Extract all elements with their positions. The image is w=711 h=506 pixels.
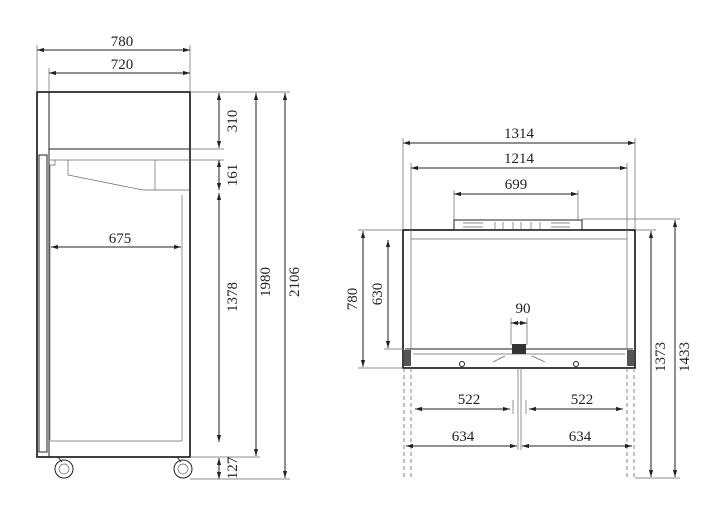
dim-body-depth: 720 [111,57,134,73]
dim-door-left: 634 [452,429,475,445]
dim-overall-depth: 780 [111,34,134,50]
dim-overall-width: 1314 [504,126,535,142]
hinge-left [459,361,465,367]
caster-left [54,456,74,479]
dim-door-inner-right: 522 [571,392,594,408]
dim-shelf-height: 161 [225,164,241,187]
compressor-unit [453,219,583,231]
cabinet-plan [402,229,636,369]
evaporator-shelf [50,160,190,191]
dim-door-inner-left: 522 [458,392,481,408]
corner-left [404,350,411,366]
dim-caster-height: 127 [225,456,241,479]
cabinet-outline [36,91,191,458]
caster-right [173,456,193,479]
dim-depth: 780 [345,288,361,311]
dim-overall-swing-depth: 1433 [677,342,693,372]
dim-door-swing-depth: 1373 [653,342,669,372]
dim-overall-height: 2106 [287,267,303,298]
dim-inner-depth: 630 [370,283,386,306]
door-profile [38,154,48,453]
dim-cabinet-height: 1980 [258,267,274,297]
dim-top-section-height: 310 [225,110,241,133]
door-legs [403,368,635,478]
center-mullion [512,344,526,354]
hinge-right [573,361,579,367]
dim-mullion-width: 90 [516,301,531,317]
side-view: 780 720 675 310 161 1378 127 1980 2106 [36,34,303,480]
dim-interior-height: 1378 [225,282,241,312]
dim-inner-depth: 675 [109,231,132,247]
dim-door-right: 634 [569,429,592,445]
top-view: 1314 1214 699 780 630 1373 1433 90 522 5… [345,126,693,479]
dim-unit-width: 699 [505,177,528,193]
dim-body-width: 1214 [504,151,535,167]
corner-right [627,350,634,366]
